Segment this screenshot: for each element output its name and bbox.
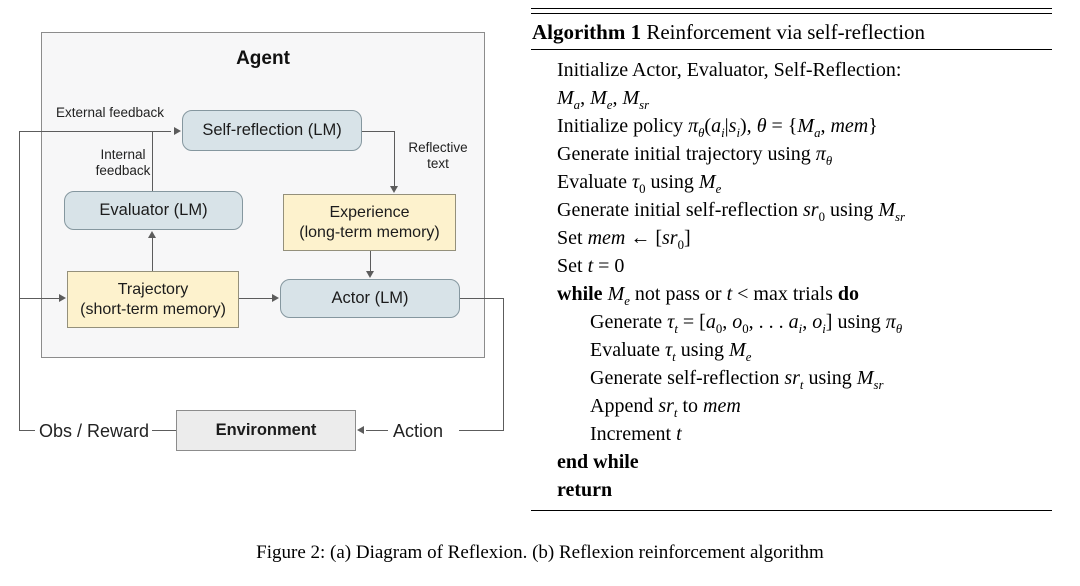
connector-obs-to-trajectory (19, 298, 60, 300)
connector-obs-left (19, 430, 35, 432)
label-internal-feedback: Internal feedback (95, 147, 151, 178)
arrowhead-into-trajectory (59, 294, 66, 302)
algorithm-line: Generate initial self-reflection sr0 usi… (557, 199, 905, 224)
algorithm-line: Initialize Actor, Evaluator, Self-Reflec… (557, 59, 902, 81)
connector-internal-feedback (152, 131, 154, 191)
connector-reflective-text (394, 131, 396, 187)
node-environment-label: Environment (215, 421, 317, 439)
figure-caption: Figure 2: (a) Diagram of Reflexion. (b) … (256, 542, 824, 563)
node-trajectory-title: Trajectory (117, 280, 189, 298)
arrowhead-into-environment (357, 426, 364, 434)
node-experience: Experience (long-term memory) (283, 194, 456, 251)
node-environment: Environment (176, 410, 356, 451)
algorithm-line: return (557, 479, 613, 501)
node-actor: Actor (LM) (280, 279, 460, 318)
algorithm-line: Append srt to mem (590, 395, 741, 420)
arrowhead-into-actor-left (272, 294, 279, 302)
node-experience-title: Experience (329, 203, 410, 221)
connector-action-left (366, 430, 388, 432)
algorithm-line: Evaluate τt using Me (590, 339, 752, 364)
connector-feedback-loop-left (19, 131, 21, 430)
algorithm-panel: Algorithm 1 Reinforcement via self-refle… (531, 8, 1052, 511)
algorithm-line: Generate initial trajectory using πθ (557, 143, 833, 168)
connector-action-right (459, 430, 504, 432)
algorithm-mid-rule (531, 49, 1052, 50)
connector-trajectory-to-actor (239, 298, 274, 300)
algorithm-line: Increment t (590, 423, 682, 445)
connector-selfreflection-out (362, 131, 395, 133)
label-action: Action (392, 421, 444, 441)
label-external-feedback: External feedback (55, 105, 165, 120)
node-evaluator-label: Evaluator (LM) (99, 201, 208, 219)
node-evaluator: Evaluator (LM) (64, 191, 243, 230)
algorithm-body: Initialize Actor, Evaluator, Self-Reflec… (531, 50, 1052, 510)
arrowhead-into-evaluator (148, 231, 156, 238)
connector-experience-to-actor (370, 251, 372, 272)
connector-actor-out (460, 298, 504, 300)
algorithm-line: while Me not pass or t < max trials do (557, 283, 859, 308)
label-reflective-text: Reflective text (408, 140, 468, 171)
algorithm-line: Set mem ← [sr0] (557, 227, 691, 252)
algorithm-line: Ma, Me, Msr (557, 87, 650, 112)
algorithm-line: Generate τt = [a0, o0, . . . ai, oi] usi… (590, 311, 903, 336)
algorithm-title: Algorithm 1 Reinforcement via self-refle… (532, 17, 1052, 47)
connector-action-loop-right (503, 298, 505, 431)
algorithm-line: Evaluate τ0 using Me (557, 171, 722, 196)
node-actor-label: Actor (LM) (331, 289, 409, 307)
connector-trajectory-to-evaluator (152, 236, 154, 271)
algorithm-title-text: Reinforcement via self-reflection (641, 20, 926, 44)
node-trajectory: Trajectory (short-term memory) (67, 271, 239, 328)
node-self-reflection-label: Self-reflection (LM) (202, 121, 342, 139)
connector-external-feedback (19, 131, 171, 133)
node-experience-subtitle: (long-term memory) (299, 223, 440, 241)
arrowhead-into-experience (390, 186, 398, 193)
algorithm-title-number: Algorithm 1 (532, 20, 642, 44)
algorithm-bottom-rule (531, 510, 1052, 511)
connector-obs-right (152, 430, 176, 432)
algorithm-line: Initialize policy πθ(ai|si), θ = {Ma, me… (557, 115, 878, 140)
label-obs-reward: Obs / Reward (38, 421, 150, 441)
agent-title: Agent (236, 48, 290, 69)
node-self-reflection: Self-reflection (LM) (182, 110, 362, 151)
algorithm-line: end while (557, 451, 639, 473)
algorithm-top-rule (531, 8, 1052, 14)
arrowhead-into-actor-top (366, 271, 374, 278)
algorithm-line: Set t = 0 (557, 255, 625, 277)
algorithm-line: Generate self-reflection srt using Msr (590, 367, 884, 392)
node-trajectory-subtitle: (short-term memory) (80, 300, 226, 318)
arrowhead-into-self-reflection (174, 127, 181, 135)
